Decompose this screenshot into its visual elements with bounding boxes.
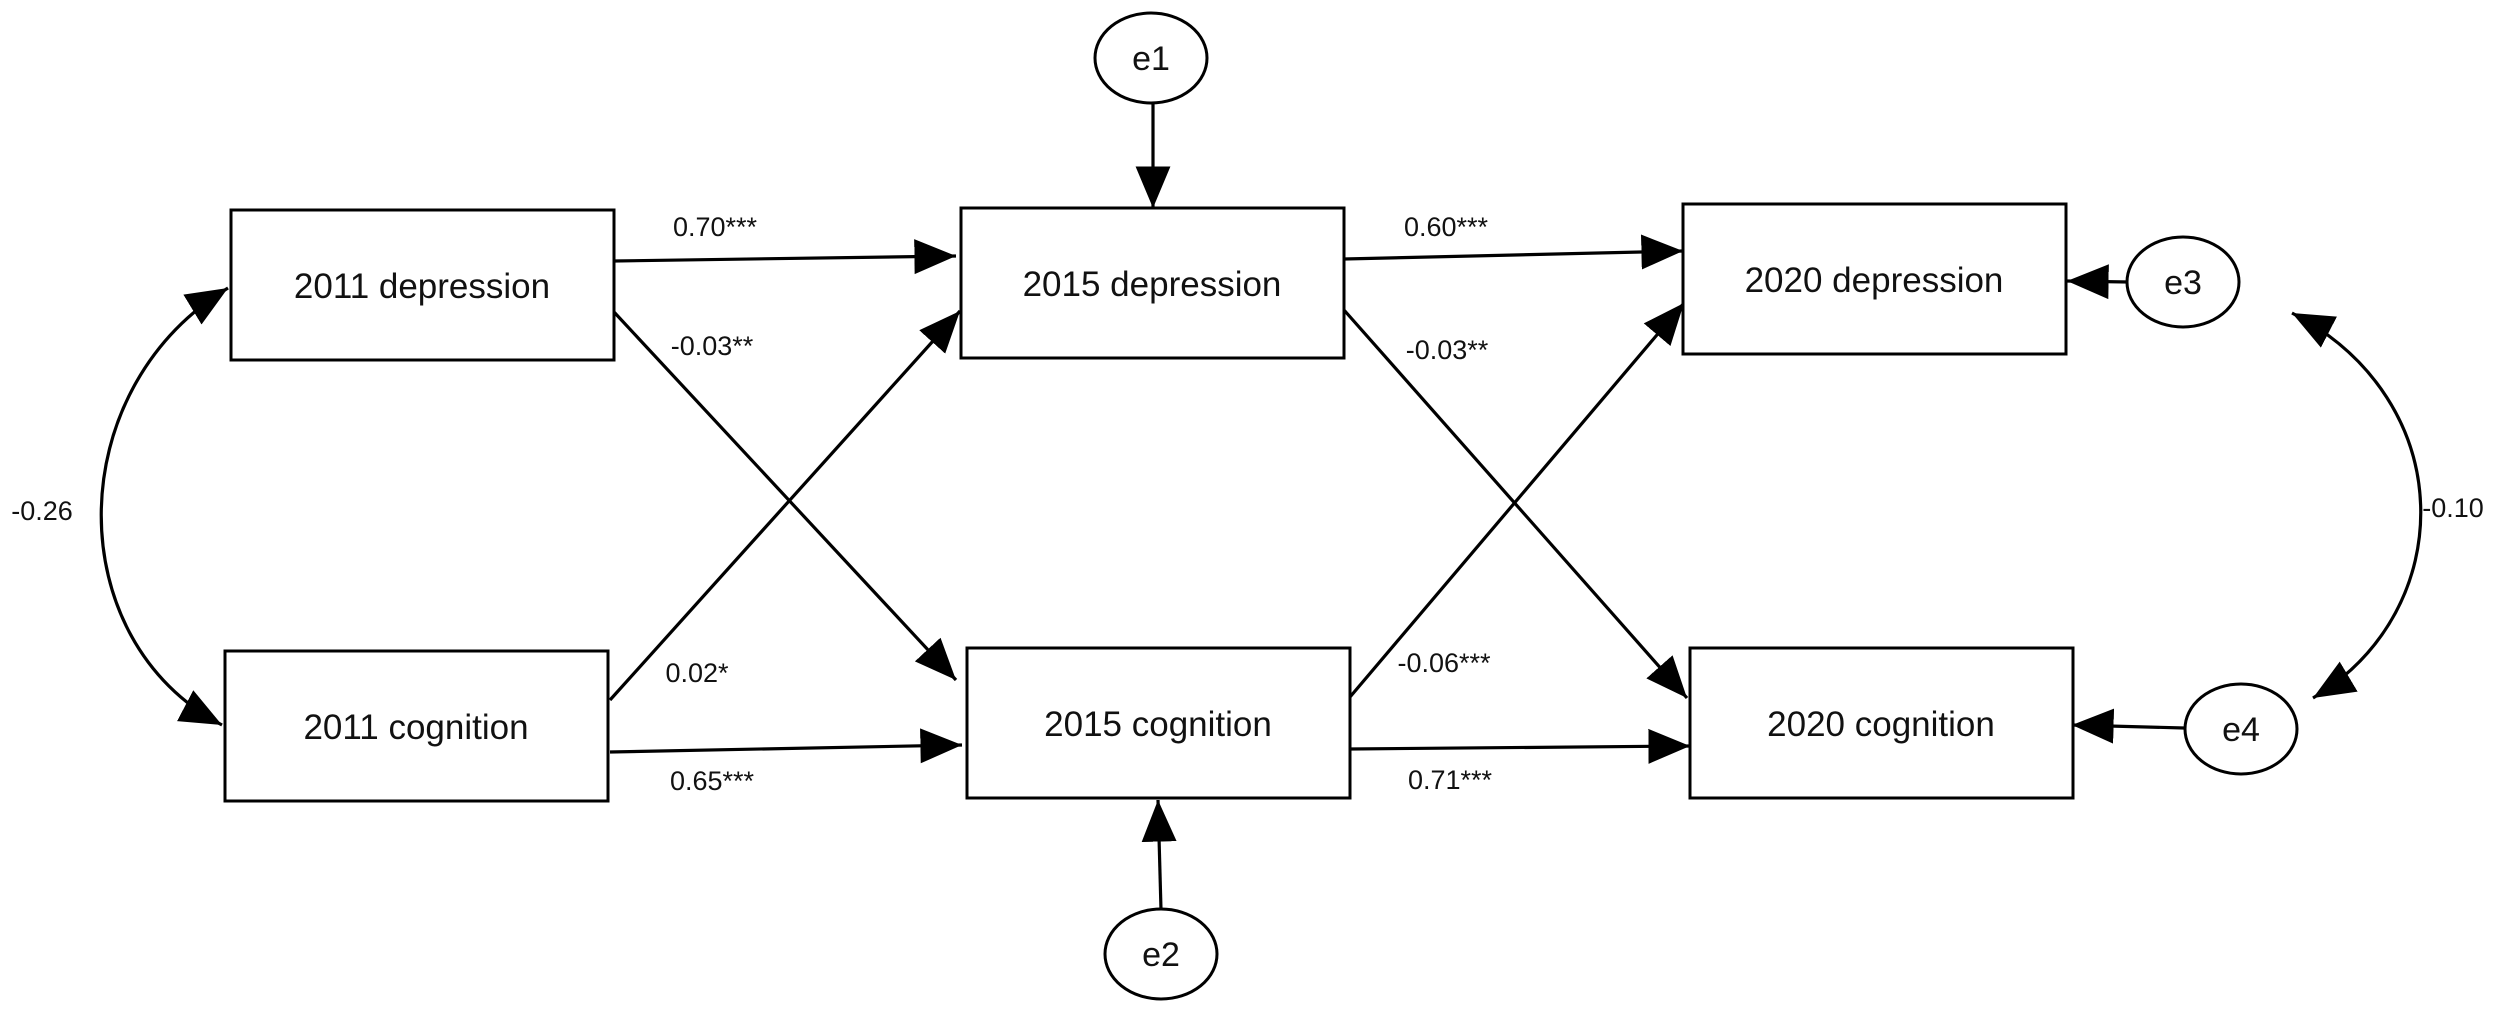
oval-e1	[1093, 11, 1209, 105]
coef-cog2015-cog2020: 0.71***	[1408, 765, 1493, 795]
coef-dep2011-cog2015: -0.03**	[671, 331, 754, 361]
path-e2-cog2015	[1141, 799, 1177, 911]
box-cog2020	[1688, 646, 2075, 800]
path-cog2011-cog2015	[609, 728, 963, 764]
path-dep2015-dep2020	[1343, 234, 1684, 270]
label-e4: e4	[2222, 711, 2260, 749]
path-cog2015-dep2020	[1348, 301, 1686, 699]
path-dep2011-dep2015	[613, 239, 957, 275]
label-dep2015: 2015 depression	[1023, 265, 1282, 304]
coef-dep2011-dep2015: 0.70***	[673, 212, 758, 242]
label-e3: e3	[2164, 264, 2202, 302]
label-e1: e1	[1132, 40, 1170, 78]
label-dep2020: 2020 depression	[1745, 261, 2004, 300]
coef-cog2011-dep2015: 0.02*	[665, 658, 729, 688]
oval-e4	[2183, 682, 2299, 776]
coef-dep2015-cog2020: -0.03**	[1406, 335, 1489, 365]
path-e3-dep2020	[2066, 264, 2129, 300]
path-cog2015-cog2020	[1349, 728, 1691, 764]
coef-cov-e3-e4: -0.10	[2422, 493, 2484, 523]
coef-cov-2011: -0.26	[11, 496, 73, 526]
label-e2: e2	[1142, 936, 1180, 974]
box-dep2020	[1681, 202, 2068, 356]
coef-cog2011-cog2015: 0.65***	[670, 766, 755, 796]
box-cog2015	[965, 646, 1352, 800]
cov-arc-2011	[99, 286, 229, 727]
box-dep2015	[959, 206, 1346, 360]
coef-cog2015-dep2020: -0.06***	[1397, 648, 1491, 678]
path-e4-cog2020	[2071, 708, 2185, 744]
label-cog2020: 2020 cognition	[1767, 705, 1995, 744]
path-cog2011-dep2015	[608, 309, 962, 702]
label-cog2015: 2015 cognition	[1044, 705, 1272, 744]
label-cog2011: 2011 cognition	[303, 708, 528, 747]
oval-e3	[2125, 235, 2241, 329]
box-cog2011	[223, 649, 610, 803]
box-dep2011	[229, 208, 616, 362]
label-dep2011: 2011 depression	[294, 267, 550, 306]
cov-arc-e3-e4	[2291, 311, 2423, 700]
oval-e2	[1103, 907, 1219, 1001]
path-dep2011-cog2015	[612, 310, 958, 682]
coef-dep2015-dep2020: 0.60***	[1404, 212, 1489, 242]
